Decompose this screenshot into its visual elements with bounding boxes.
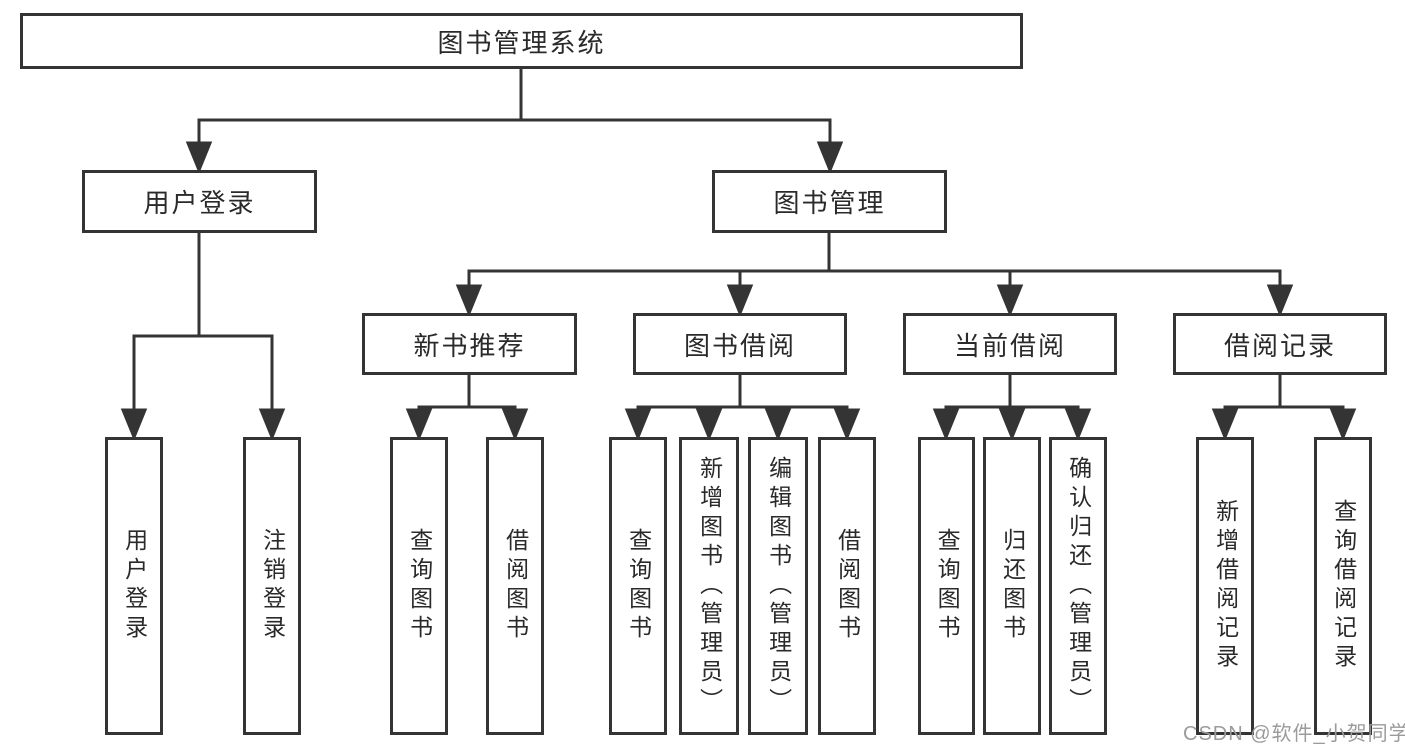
wires-book-management (455, 231, 1294, 317)
leaf-label: 新增图书（管理员） (696, 455, 723, 717)
leaf-current-confirm-return-admin: 确认归还（管理员） (1049, 437, 1107, 735)
wires-user-login (120, 231, 286, 441)
leaf-label: 查询图书 (934, 528, 961, 644)
leaf-records-query-record: 查询借阅记录 (1314, 437, 1372, 735)
leaf-current-return-books: 归还图书 (983, 437, 1041, 735)
node-user-login: 用户登录 (82, 170, 317, 233)
leaf-label: 查询图书 (625, 528, 652, 644)
node-label: 图书借阅 (683, 330, 796, 361)
leaf-borrow-edit-books-admin: 编辑图书（管理员） (748, 437, 808, 735)
leaf-label: 新增借阅记录 (1212, 499, 1239, 673)
leaf-label: 编辑图书（管理员） (765, 455, 792, 717)
node-current-borrow: 当前借阅 (903, 313, 1117, 375)
leaf-label: 借阅图书 (834, 528, 861, 644)
node-label: 当前借阅 (953, 330, 1066, 361)
leaf-label: 查询借阅记录 (1330, 499, 1357, 673)
leaf-newbook-borrow-books: 借阅图书 (486, 437, 544, 735)
wires-new-book (405, 373, 529, 441)
leaf-newbook-query-books: 查询图书 (390, 437, 448, 735)
leaf-logout: 注销登录 (243, 437, 301, 735)
leaf-label: 注销登录 (259, 528, 286, 644)
node-label: 新书推荐 (413, 330, 526, 361)
leaf-label: 归还图书 (999, 528, 1026, 644)
wires-root (185, 67, 844, 174)
node-book-borrow: 图书借阅 (633, 313, 847, 375)
leaf-label: 查询图书 (406, 528, 433, 644)
node-label: 用户登录 (143, 188, 256, 218)
wires-book-borrow (624, 373, 861, 441)
leaf-label: 用户登录 (121, 528, 148, 644)
node-label: 借阅记录 (1223, 330, 1336, 361)
node-library-system: 图书管理系统 (20, 13, 1023, 69)
leaf-borrow-borrow-books: 借阅图书 (818, 437, 876, 735)
leaf-current-query-books: 查询图书 (918, 437, 975, 735)
node-label: 图书管理系统 (437, 27, 606, 58)
leaf-borrow-add-books-admin: 新增图书（管理员） (679, 437, 739, 735)
leaf-records-add-record: 新增借阅记录 (1196, 437, 1254, 735)
node-new-book-recommend: 新书推荐 (362, 313, 577, 375)
watermark-text: CSDN @软件_小贺同学 (1183, 723, 1405, 745)
node-label: 图书管理 (773, 188, 886, 218)
leaf-label: 确认归还（管理员） (1065, 455, 1092, 717)
node-borrow-records: 借阅记录 (1173, 313, 1387, 375)
wires-current-borrow (932, 373, 1092, 441)
leaf-borrow-query-books: 查询图书 (609, 437, 667, 735)
leaf-user-login: 用户登录 (105, 437, 163, 735)
wires-borrow-records (1211, 373, 1357, 441)
leaf-label: 借阅图书 (502, 528, 529, 644)
node-book-management: 图书管理 (712, 170, 947, 233)
